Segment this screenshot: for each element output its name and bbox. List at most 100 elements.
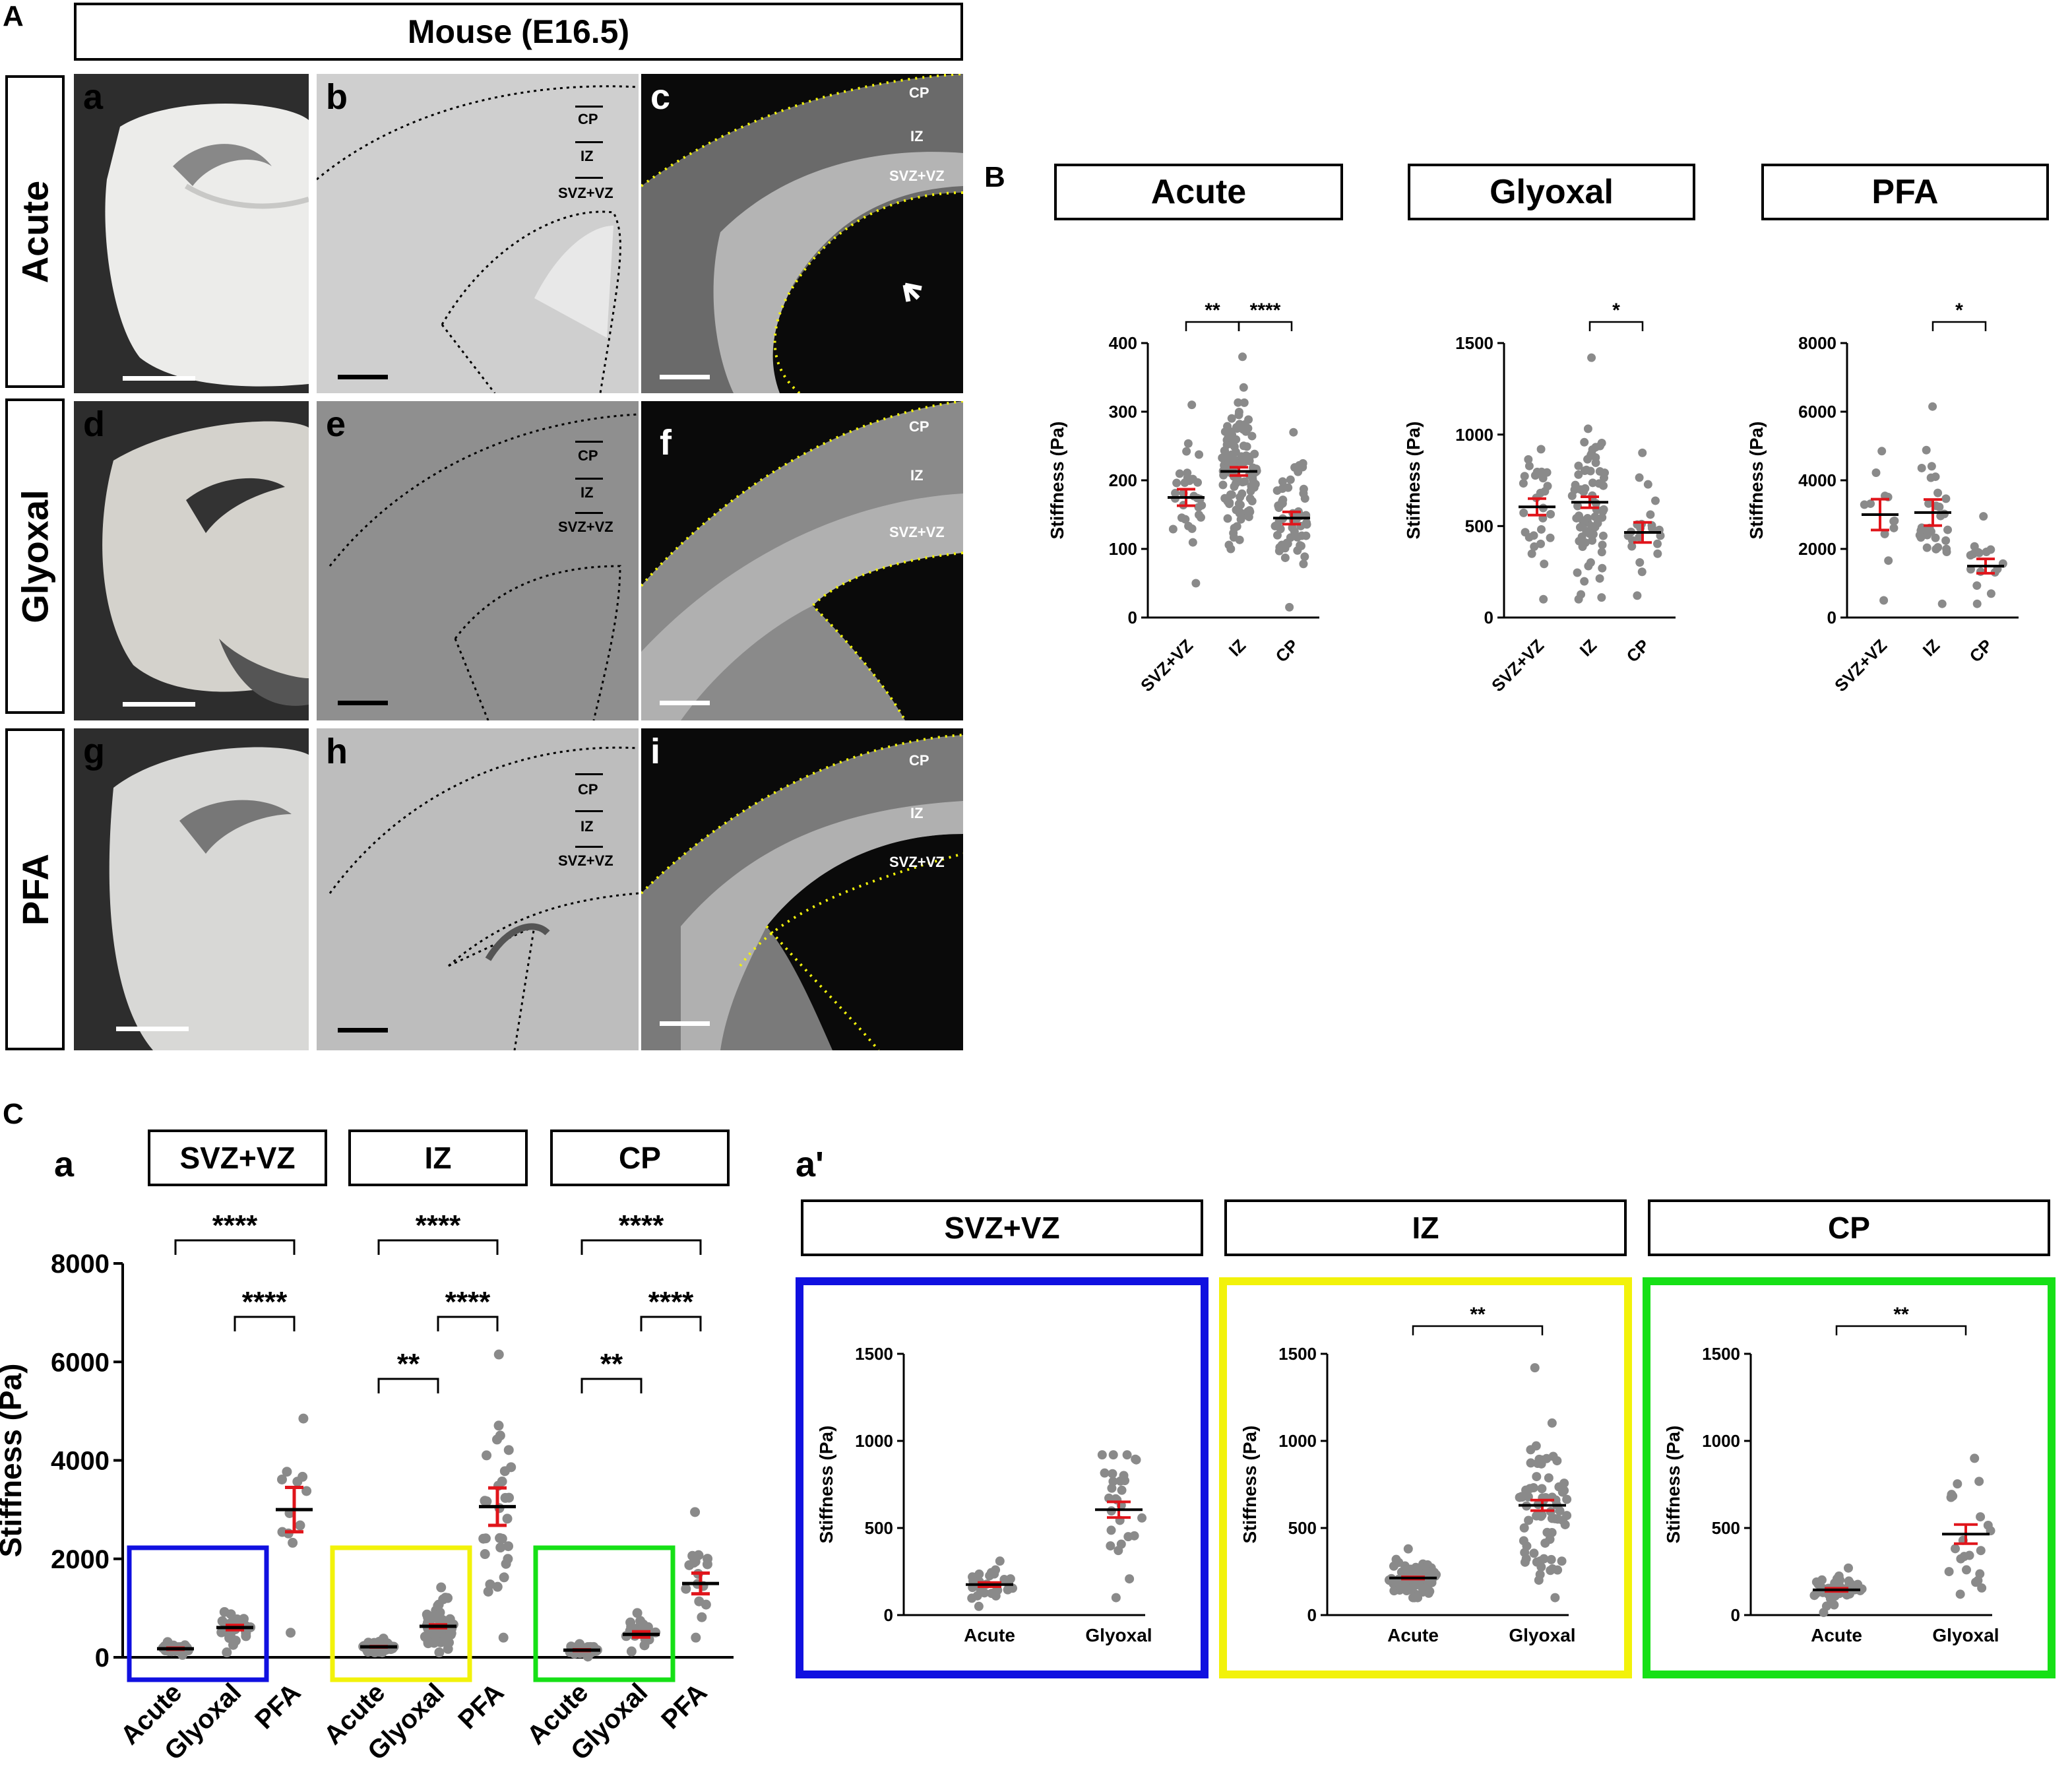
data-point bbox=[1280, 553, 1290, 562]
data-point bbox=[1591, 458, 1600, 467]
category-label: SVZ+VZ bbox=[1137, 635, 1197, 695]
scale-bar-c bbox=[660, 375, 710, 379]
data-point bbox=[1530, 471, 1540, 480]
data-point bbox=[1916, 533, 1926, 542]
panel-B-letter: B bbox=[984, 161, 1005, 193]
highlight-frame bbox=[533, 1545, 675, 1682]
data-point bbox=[1643, 480, 1652, 489]
data-point bbox=[1168, 525, 1177, 534]
category-label: IZ bbox=[1225, 635, 1250, 660]
data-point bbox=[1955, 1589, 1965, 1599]
layer-label-iz-i: IZ bbox=[910, 805, 924, 821]
data-point bbox=[1537, 467, 1546, 476]
sub-letter-a: a bbox=[83, 77, 104, 117]
panel-Ca-title-svz: SVZ+VZ bbox=[148, 1130, 327, 1186]
data-point bbox=[985, 1571, 995, 1581]
significance-label: **** bbox=[242, 1286, 288, 1318]
layer-label-svz-f: SVZ+VZ bbox=[889, 524, 945, 540]
data-point bbox=[1106, 1525, 1116, 1535]
scale-bar-e bbox=[338, 701, 388, 705]
data-point bbox=[1224, 455, 1233, 464]
data-point bbox=[1927, 462, 1936, 471]
data-point bbox=[1540, 559, 1549, 569]
data-point bbox=[298, 1413, 309, 1424]
y-tick-label: 4000 bbox=[51, 1447, 110, 1476]
data-point bbox=[1962, 1565, 1972, 1575]
brain-photo-acute bbox=[74, 74, 309, 393]
data-point bbox=[1528, 1482, 1538, 1492]
category-label: Acute bbox=[1387, 1625, 1439, 1645]
significance-bracket bbox=[640, 1316, 702, 1331]
data-point bbox=[286, 1628, 296, 1638]
data-point bbox=[1540, 1538, 1550, 1548]
significance-bracket bbox=[1835, 1325, 1967, 1335]
data-point bbox=[1583, 424, 1592, 433]
data-point bbox=[1574, 470, 1583, 479]
significance-label: ** bbox=[1470, 1304, 1486, 1325]
significance-bracket bbox=[377, 1239, 499, 1255]
data-point bbox=[1272, 486, 1282, 495]
y-tick-label: 300 bbox=[1109, 402, 1137, 422]
y-tick-label: 1000 bbox=[1278, 1431, 1317, 1451]
row-label-pfa: PFA bbox=[5, 728, 65, 1050]
panel-B-title-pfa: PFA bbox=[1761, 164, 2049, 220]
data-point bbox=[1403, 1544, 1413, 1554]
dic-image-pfa bbox=[317, 728, 639, 1050]
data-point bbox=[1595, 441, 1604, 451]
data-point bbox=[1573, 501, 1583, 511]
data-point bbox=[1889, 517, 1899, 526]
significance-bracket bbox=[1412, 1325, 1544, 1335]
data-point bbox=[1526, 1458, 1536, 1468]
data-point bbox=[1175, 469, 1184, 478]
significance-bracket bbox=[377, 1378, 439, 1393]
data-point bbox=[1597, 593, 1606, 602]
data-point bbox=[1100, 1468, 1110, 1478]
significance-label: ** bbox=[1893, 1304, 1909, 1325]
data-point bbox=[1116, 1539, 1126, 1549]
data-point bbox=[492, 1581, 503, 1592]
data-point bbox=[1535, 1556, 1545, 1566]
data-point bbox=[1223, 514, 1232, 523]
data-point bbox=[1537, 1510, 1547, 1520]
data-point bbox=[1117, 1485, 1127, 1495]
scale-bar-i bbox=[660, 1021, 710, 1026]
data-point bbox=[1220, 446, 1230, 455]
data-point bbox=[1550, 1593, 1560, 1603]
sub-letter-b: b bbox=[326, 77, 348, 117]
data-point bbox=[498, 1632, 509, 1643]
data-point bbox=[288, 1537, 298, 1548]
layer-label-iz-b: IZ bbox=[581, 148, 594, 164]
data-point bbox=[1595, 467, 1604, 476]
panel-Cap-title-iz: IZ bbox=[1224, 1199, 1627, 1256]
data-point bbox=[974, 1601, 984, 1611]
data-point bbox=[1977, 1583, 1987, 1593]
data-point bbox=[1555, 1506, 1565, 1516]
data-point bbox=[1829, 1600, 1839, 1610]
panel-A-letter: A bbox=[3, 0, 24, 32]
data-point bbox=[502, 1513, 513, 1524]
data-point bbox=[1637, 567, 1647, 577]
data-point bbox=[1274, 546, 1284, 556]
layer-label-svz-e: SVZ+VZ bbox=[558, 519, 613, 535]
data-point bbox=[694, 1596, 705, 1607]
data-point bbox=[1191, 579, 1201, 588]
data-point bbox=[1889, 523, 1899, 532]
data-point bbox=[1586, 466, 1595, 476]
data-point bbox=[643, 1622, 653, 1632]
data-point bbox=[1970, 542, 1979, 551]
significance-label: **** bbox=[445, 1286, 491, 1318]
significance-bracket bbox=[581, 1239, 702, 1255]
data-point bbox=[626, 1646, 637, 1657]
y-tick-label: 0 bbox=[884, 1605, 893, 1625]
data-point bbox=[1183, 468, 1192, 478]
data-point bbox=[444, 1638, 455, 1648]
significance-bracket bbox=[437, 1316, 499, 1331]
data-point bbox=[1519, 508, 1528, 517]
category-label: CP bbox=[1271, 635, 1302, 666]
data-point bbox=[1238, 478, 1247, 487]
data-point bbox=[438, 1594, 449, 1605]
panel-frame bbox=[1219, 1277, 1632, 1678]
category-label: Acute bbox=[1811, 1625, 1862, 1645]
data-point bbox=[1588, 478, 1597, 488]
